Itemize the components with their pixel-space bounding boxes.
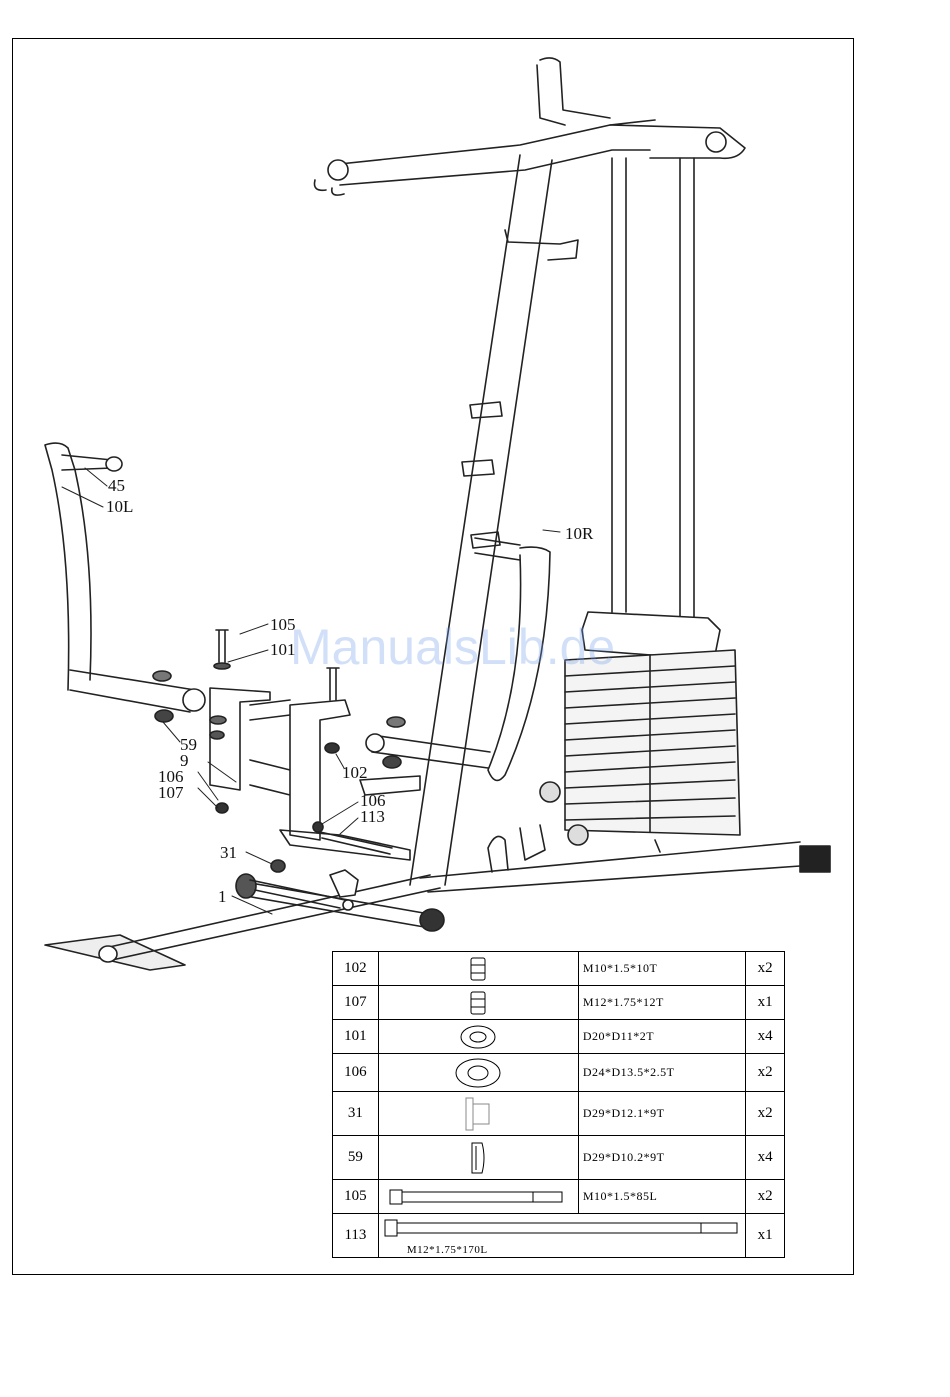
- part-number: 105: [333, 1180, 379, 1214]
- table-row: 31 D29*D12.1*9T x2: [333, 1092, 785, 1136]
- part-qty: x2: [746, 1092, 785, 1136]
- part-spec: M10*1.5*10T: [578, 952, 745, 986]
- part-qty: x2: [746, 1054, 785, 1092]
- bolt-icon: [383, 1217, 743, 1239]
- label-45: 45: [108, 476, 125, 495]
- part-qty: x2: [746, 952, 785, 986]
- hex-nut-icon: [379, 989, 578, 1017]
- part-number: 106: [333, 1054, 379, 1092]
- label-10R: 10R: [565, 524, 594, 543]
- bolt-icon: [379, 1187, 578, 1207]
- table-row: 102 M10*1.5*10T x2: [333, 952, 785, 986]
- part-number: 59: [333, 1136, 379, 1180]
- part-qty: x4: [746, 1136, 785, 1180]
- part-spec: D29*D12.1*9T: [578, 1092, 745, 1136]
- part-qty: x1: [746, 1214, 785, 1258]
- part-labels: 45 10L 10R 105 101 59 9 106 107 102 106 …: [106, 476, 594, 906]
- label-31: 31: [220, 843, 237, 862]
- part-spec: D20*D11*2T: [578, 1020, 745, 1054]
- part-number: 102: [333, 952, 379, 986]
- table-row: 105 M10*1.5*85L x2: [333, 1180, 785, 1214]
- label-10L: 10L: [106, 497, 133, 516]
- label-113: 113: [360, 807, 385, 826]
- label-102: 102: [342, 763, 368, 782]
- part-number: 113: [333, 1214, 379, 1258]
- main-upright: [410, 155, 552, 885]
- bushing-icon: [379, 1138, 578, 1178]
- rear-base-tube: [420, 842, 800, 892]
- guide-rods: [612, 158, 694, 622]
- press-arm-left: [45, 443, 91, 690]
- table-row: 59 D29*D10.2*9T x4: [333, 1136, 785, 1180]
- label-101: 101: [270, 640, 296, 659]
- label-1: 1: [218, 887, 227, 906]
- label-105: 105: [270, 615, 296, 634]
- table-row: 113 M12*1.75*170L x1: [333, 1214, 785, 1258]
- hardware-parts-table: 102 M10*1.5*10T x2 107 M12*1.75*12T x1 1…: [332, 951, 785, 1258]
- flat-washer-icon: [379, 1023, 578, 1051]
- table-row: 106 D24*D13.5*2.5T x2: [333, 1054, 785, 1092]
- table-row: 107 M12*1.75*12T x1: [333, 986, 785, 1020]
- hex-nut-icon: [379, 955, 578, 983]
- part-number: 101: [333, 1020, 379, 1054]
- bolt-105-left: [216, 630, 228, 662]
- part-number: 107: [333, 986, 379, 1020]
- part-number: 31: [333, 1092, 379, 1136]
- top-beam: [330, 120, 655, 185]
- part-spec: M12*1.75*12T: [578, 986, 745, 1020]
- part-qty: x2: [746, 1180, 785, 1214]
- part-qty: x4: [746, 1020, 785, 1054]
- label-107: 107: [158, 783, 184, 802]
- part-spec: M10*1.5*85L: [578, 1180, 745, 1214]
- bushing-icon: [379, 1094, 578, 1134]
- watermark: ManualsLib.de: [290, 619, 615, 675]
- part-spec: D24*D13.5*2.5T: [578, 1054, 745, 1092]
- flat-washer-icon: [379, 1056, 578, 1090]
- table-row: 101 D20*D11*2T x4: [333, 1020, 785, 1054]
- part-spec: D29*D10.2*9T: [578, 1136, 745, 1180]
- front-base-tube: [105, 875, 440, 960]
- part-spec: M12*1.75*170L: [407, 1244, 488, 1256]
- weight-plates: [565, 650, 740, 835]
- part-qty: x1: [746, 986, 785, 1020]
